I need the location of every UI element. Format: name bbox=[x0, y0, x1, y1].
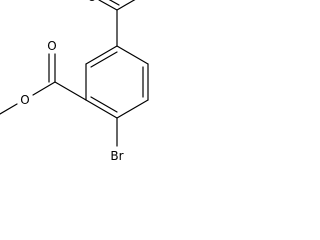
ring-bond-c2-c3 bbox=[142, 63, 149, 101]
ring-bond-c4-c5 bbox=[85, 96, 118, 119]
ring-bond-c1-c2 bbox=[116, 45, 149, 65]
ketone-oxygen-label: O bbox=[87, 0, 96, 4]
ester-bond-ether-oxygen-methyl bbox=[0, 103, 18, 115]
carbonyl-oxygen-label: O bbox=[47, 39, 56, 53]
bromine-label: Br bbox=[110, 149, 123, 163]
acetyl-bond-carbonyl-methyl bbox=[116, 0, 136, 11]
ester-bond-ring-carbonyl bbox=[54, 81, 87, 101]
ester-bond-carbonyl-oxygen bbox=[48, 53, 56, 83]
ether-oxygen-label: O bbox=[20, 93, 29, 107]
acetyl-bond-carbonyl-oxygen bbox=[98, 0, 120, 11]
ring-bond-c6-c1 bbox=[85, 45, 118, 68]
molecule-structure-drawing: O O O Br bbox=[0, 0, 149, 163]
ring-bond-c3-c4 bbox=[116, 99, 149, 119]
ester-bond-carbonyl-ether-oxygen bbox=[32, 81, 56, 96]
